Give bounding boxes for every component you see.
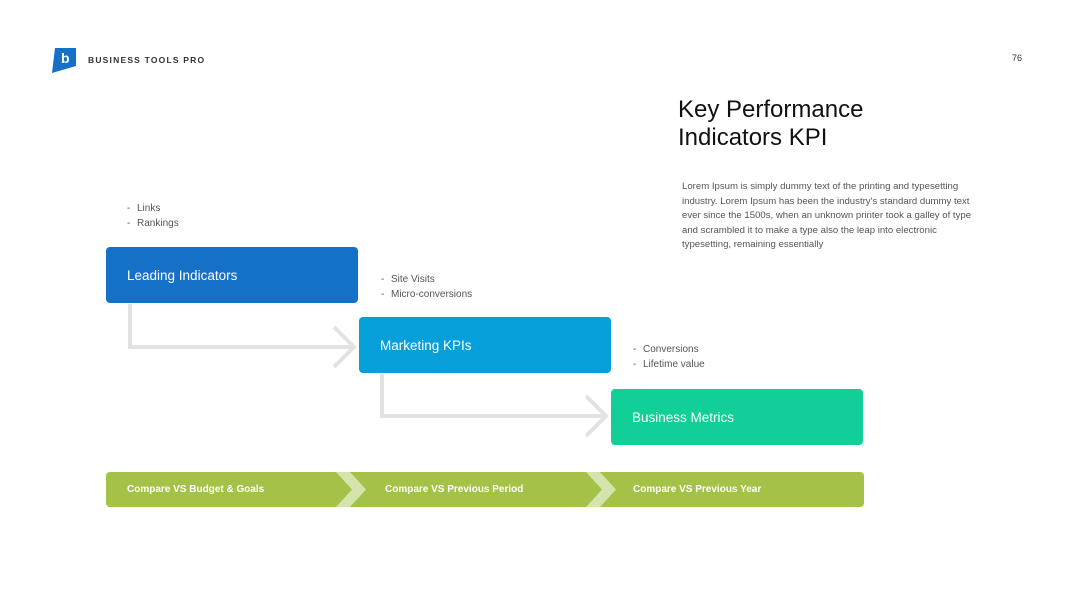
chevron-right-icon — [586, 472, 616, 507]
bullet-item: Conversions — [633, 342, 705, 357]
leading-bullets: Links Rankings — [127, 201, 179, 231]
chevron-right-icon — [336, 472, 366, 507]
bullet-item: Micro-conversions — [381, 287, 472, 302]
compare-previous-year-label: Compare VS Previous Year — [633, 484, 762, 495]
description-text: Lorem Ipsum is simply dummy text of the … — [682, 181, 972, 251]
brand-name: BUSINESS TOOLS PRO — [88, 55, 206, 65]
arrowhead-business-icon — [584, 394, 609, 438]
page-title-line-1: Key Performance — [678, 96, 864, 123]
bullet-item: Site Visits — [381, 272, 472, 287]
page-title-line-2: Indicators KPI — [678, 124, 828, 151]
compare-budget-label: Compare VS Budget & Goals — [127, 484, 265, 495]
connector-lead-to-marketing — [128, 304, 352, 349]
business-bullets: Conversions Lifetime value — [633, 342, 705, 372]
connector-marketing-to-business — [380, 374, 604, 418]
page-title: Key Performance Indicators KPI — [678, 96, 978, 152]
bullet-item: Links — [127, 201, 179, 216]
bullet-item: Rankings — [127, 216, 179, 231]
step-business-metrics: Business Metrics — [611, 389, 863, 445]
brand-logo-icon: b — [52, 48, 76, 73]
step-leading-indicators: Leading Indicators — [106, 247, 358, 303]
brand: b BUSINESS TOOLS PRO — [52, 46, 205, 74]
step-marketing-kpis: Marketing KPIs — [359, 317, 611, 373]
compare-previous-period-label: Compare VS Previous Period — [385, 484, 524, 495]
page-number: 76 — [1011, 53, 1022, 63]
arrowhead-marketing-icon — [332, 325, 357, 369]
bullet-item: Lifetime value — [633, 357, 705, 372]
svg-text:b: b — [61, 50, 70, 66]
compare-band — [106, 472, 864, 507]
marketing-bullets: Site Visits Micro-conversions — [381, 272, 472, 302]
